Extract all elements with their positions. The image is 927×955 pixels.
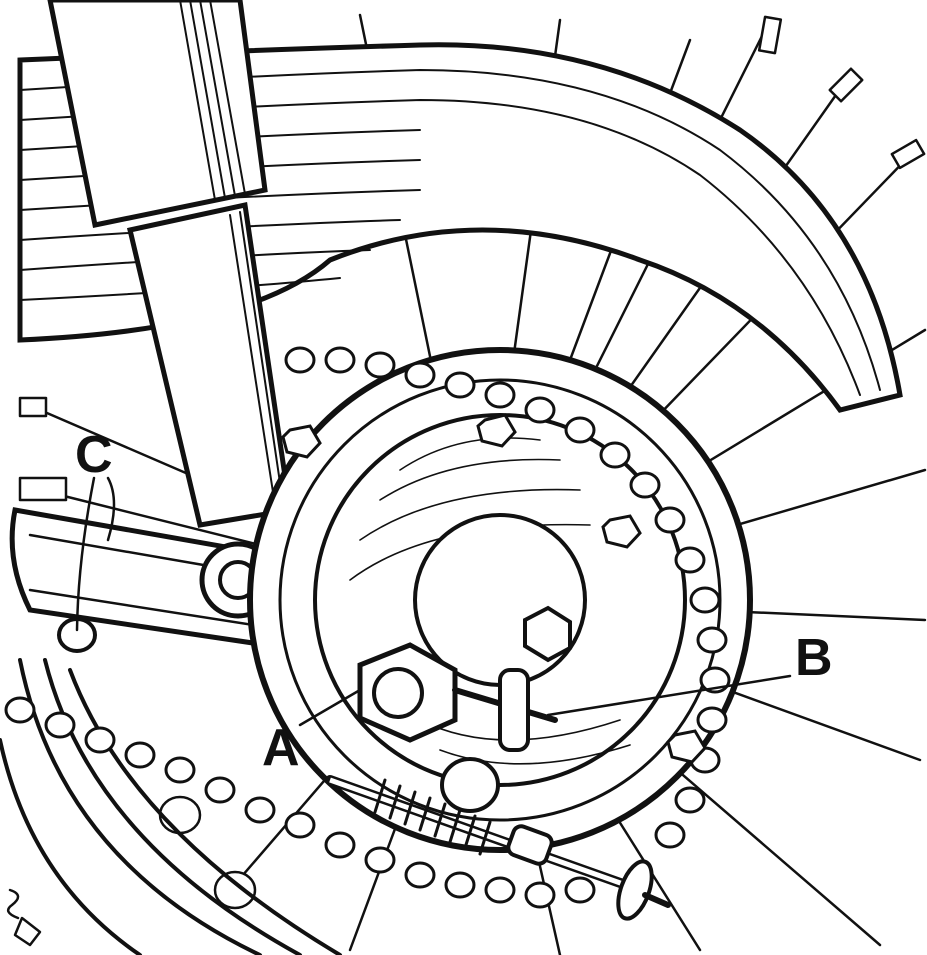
chain-adjuster: [452, 605, 572, 752]
spindle-nut: [357, 642, 458, 743]
sprocket-bolts: [281, 413, 707, 764]
artist-signature: [6, 888, 42, 947]
callout-c: C: [75, 426, 113, 484]
drive-chain: [4, 346, 731, 909]
callout-a: A: [262, 719, 300, 777]
brake-rod-spring: [325, 757, 671, 921]
spoke-nipples: [18, 15, 926, 910]
suspension-strut: [47, 0, 293, 528]
callout-b: B: [795, 629, 833, 687]
callout-leaders: [75, 476, 792, 727]
